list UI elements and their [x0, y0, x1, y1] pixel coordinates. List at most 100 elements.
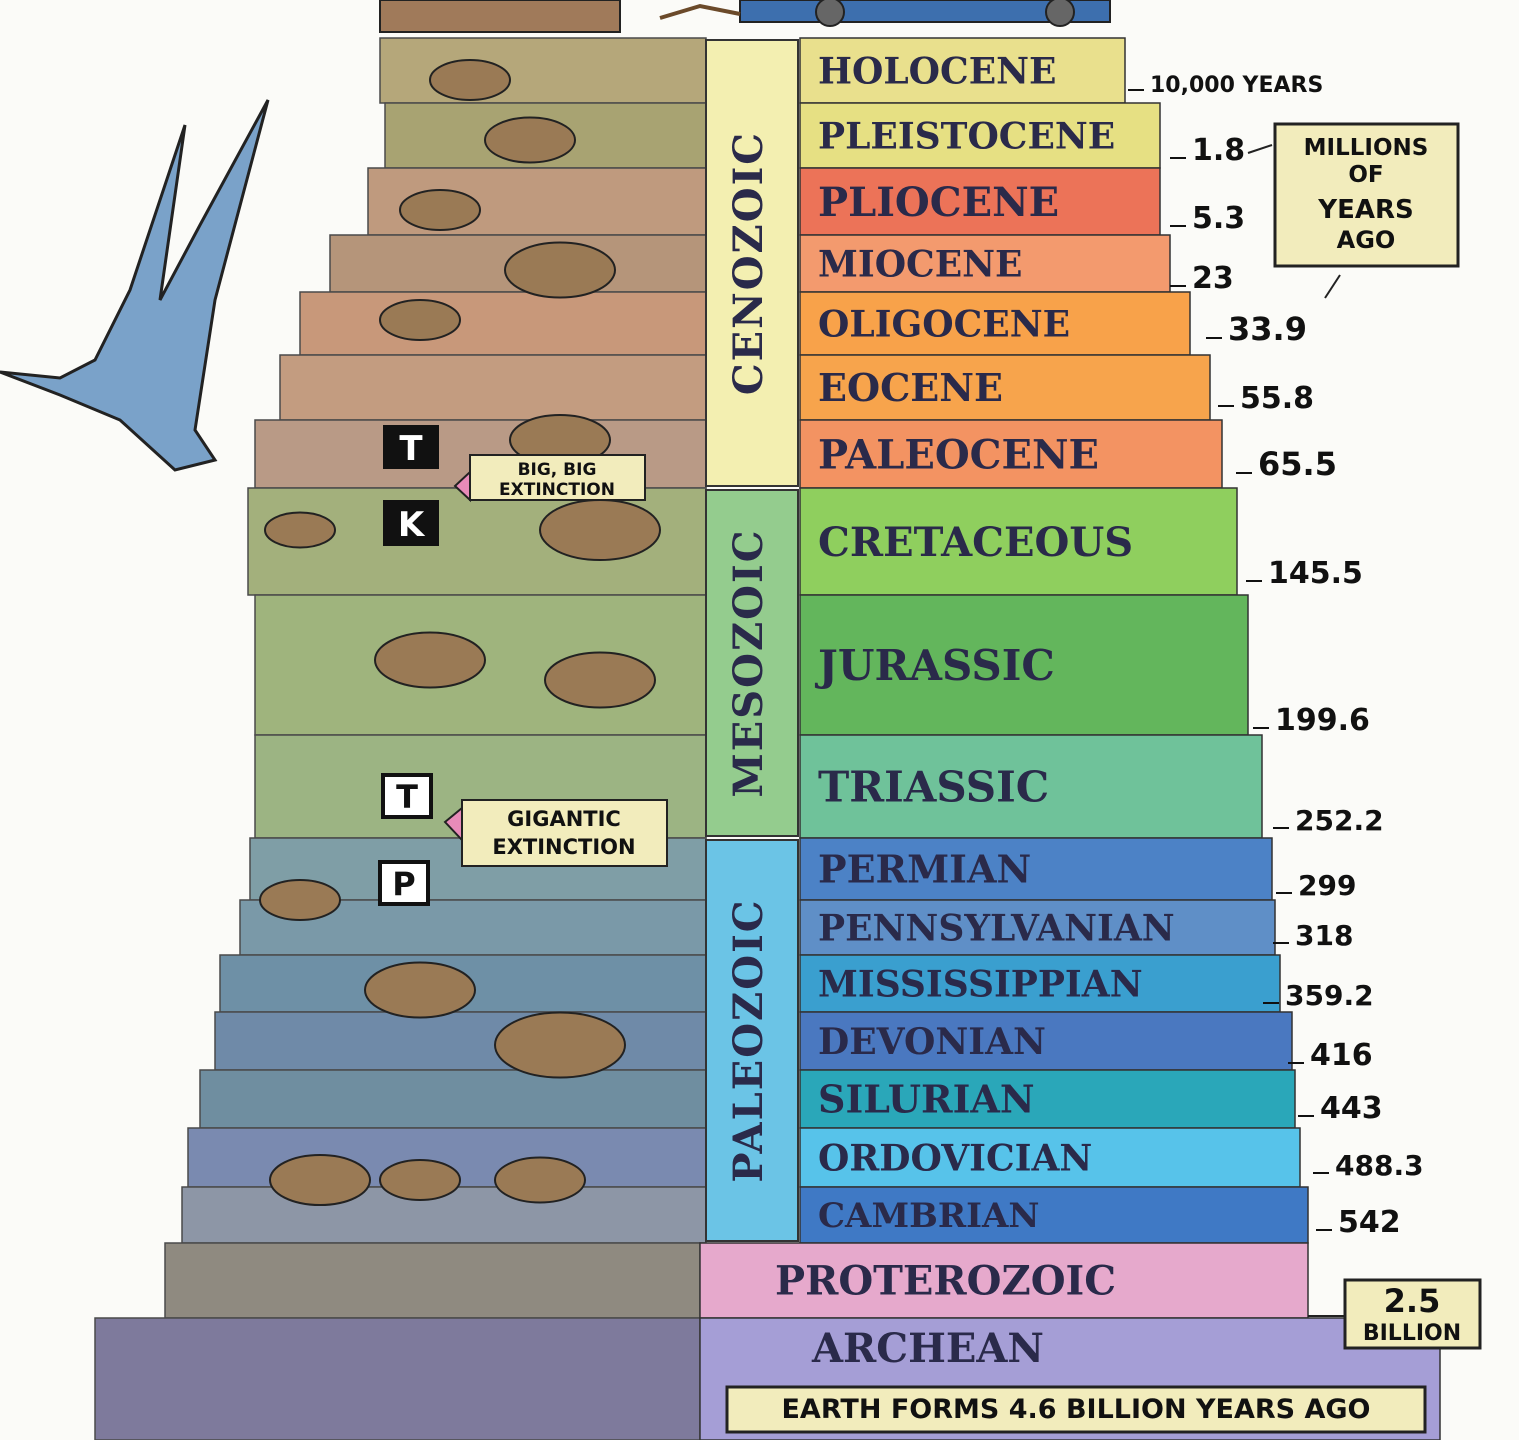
- kt-letter-t: T: [399, 429, 423, 469]
- period-holocene: HOLOCENE: [800, 38, 1125, 103]
- period-name: MIOCENE: [818, 243, 1023, 285]
- pt-letter-p: P: [392, 865, 415, 903]
- age-holocene: 10,000 YEARS: [1150, 73, 1323, 98]
- period-name: PALEOCENE: [818, 431, 1099, 478]
- fossil-illustration: [495, 1158, 585, 1203]
- period-name: JURASSIC: [814, 641, 1055, 690]
- fossil-illustration: [505, 243, 615, 298]
- age-mississippian: 359.2: [1285, 979, 1374, 1012]
- fossil-illustration: [540, 500, 660, 560]
- age-miocene: 23: [1192, 261, 1234, 296]
- fossil-illustration: [380, 300, 460, 340]
- rock-layer: [215, 1012, 706, 1070]
- period-miocene: MIOCENE: [800, 235, 1170, 292]
- period-name: ORDOVICIAN: [818, 1137, 1092, 1179]
- age-oligocene: 33.9: [1228, 310, 1307, 348]
- period-devonian: DEVONIAN: [800, 1012, 1292, 1070]
- rock-layer: [165, 1243, 700, 1318]
- fossil-illustration: [545, 653, 655, 708]
- earth-forms-banner: EARTH FORMS 4.6 BILLION YEARS AGO: [727, 1387, 1425, 1432]
- age-paleocene: 65.5: [1258, 445, 1337, 483]
- period-silurian: SILURIAN: [800, 1070, 1295, 1128]
- fossil-illustration: [265, 513, 335, 548]
- period-name: DEVONIAN: [818, 1021, 1046, 1063]
- fossil-illustration: [260, 880, 340, 920]
- age-ordovician: 488.3: [1335, 1149, 1424, 1182]
- age-pleistocene: 1.8: [1192, 133, 1245, 168]
- fossil-illustration: [375, 633, 485, 688]
- pterosaur-illustration: [0, 100, 268, 470]
- era-paleozoic: PALEOZOIC: [706, 840, 798, 1241]
- pt-letter-t: T: [396, 778, 418, 816]
- period-oligocene: OLIGOCENE: [800, 292, 1190, 355]
- age-jurassic: 199.6: [1275, 703, 1370, 738]
- period-ordovician: ORDOVICIAN: [800, 1128, 1300, 1187]
- period-pennsylvanian: PENNSYLVANIAN: [800, 900, 1275, 955]
- kt-extinction-line2: EXTINCTION: [499, 480, 615, 500]
- period-pleistocene: PLEISTOCENE: [800, 103, 1160, 168]
- pt-extinction-line2: EXTINCTION: [492, 835, 635, 859]
- rock-layer: [380, 38, 706, 103]
- fossil-illustration: [430, 60, 510, 100]
- period-name: PLEISTOCENE: [818, 115, 1115, 157]
- fossil-illustration: [485, 118, 575, 163]
- age-cambrian: 542: [1338, 1205, 1401, 1240]
- period-name: MISSISSIPPIAN: [818, 963, 1143, 1005]
- era-mesozoic: MESOZOIC: [706, 490, 798, 836]
- kt-extinction-line1: BIG, BIG: [518, 460, 597, 480]
- fossil-illustration: [270, 1155, 370, 1205]
- eon-proterozoic: PROTEROZOIC: [700, 1243, 1308, 1318]
- age-triassic: 252.2: [1295, 804, 1384, 837]
- rock-layer: [300, 292, 706, 355]
- period-jurassic: JURASSIC: [800, 595, 1248, 735]
- era-cenozoic: CENOZOIC: [706, 40, 798, 486]
- pt-extinction-line1: GIGANTIC: [507, 807, 621, 831]
- period-name: PENNSYLVANIAN: [818, 907, 1175, 949]
- millions-line3: YEARS: [1317, 195, 1413, 225]
- period-triassic: TRIASSIC: [800, 735, 1262, 838]
- period-name: EOCENE: [818, 365, 1003, 410]
- kt-letter-k: K: [398, 505, 426, 545]
- rock-layer: [280, 355, 706, 420]
- billion-label: BILLION: [1363, 1321, 1461, 1346]
- period-name: HOLOCENE: [818, 50, 1056, 92]
- period-name: TRIASSIC: [818, 763, 1049, 812]
- billion-value: 2.5: [1384, 1282, 1441, 1320]
- period-name: OLIGOCENE: [818, 303, 1070, 345]
- millions-line4: AGO: [1337, 226, 1396, 254]
- era-column: CENOZOIC MESOZOIC PALEOZOIC: [706, 40, 798, 1241]
- period-pliocene: PLIOCENE: [800, 168, 1160, 235]
- period-name: SILURIAN: [818, 1077, 1035, 1122]
- period-permian: PERMIAN: [800, 838, 1272, 900]
- period-eocene: EOCENE: [800, 355, 1210, 420]
- millions-of-years-box: MILLIONS OF YEARS AGO: [1248, 124, 1458, 298]
- period-cambrian: CAMBRIAN: [800, 1187, 1308, 1243]
- period-cretaceous: CRETACEOUS: [800, 488, 1237, 595]
- age-pliocene: 5.3: [1192, 201, 1245, 236]
- surface-figures-illustration: [380, 0, 1110, 32]
- period-mississippian: MISSISSIPPIAN: [800, 955, 1280, 1012]
- period-paleocene: PALEOCENE: [800, 420, 1222, 488]
- era-name: PALEOZOIC: [725, 898, 772, 1182]
- fossil-illustration: [400, 190, 480, 230]
- age-silurian: 443: [1320, 1091, 1383, 1126]
- eon-name: PROTEROZOIC: [775, 1258, 1116, 1305]
- fossil-illustration: [380, 1160, 460, 1200]
- earth-forms-text: EARTH FORMS 4.6 BILLION YEARS AGO: [781, 1394, 1370, 1425]
- era-name: MESOZOIC: [725, 528, 772, 797]
- fossil-illustration: [365, 963, 475, 1018]
- age-eocene: 55.8: [1240, 381, 1314, 416]
- millions-line1: MILLIONS: [1304, 135, 1429, 161]
- eon-name: ARCHEAN: [811, 1325, 1044, 1372]
- period-name: PERMIAN: [818, 847, 1031, 892]
- period-name: CRETACEOUS: [818, 519, 1133, 566]
- period-name: PLIOCENE: [818, 179, 1059, 226]
- era-name: CENOZOIC: [725, 131, 772, 395]
- period-name: CAMBRIAN: [818, 1196, 1039, 1236]
- age-permian: 299: [1298, 869, 1356, 902]
- age-pennsylvanian: 318: [1295, 919, 1353, 952]
- age-cretaceous: 145.5: [1268, 556, 1363, 591]
- millions-line2: OF: [1348, 162, 1383, 188]
- fossil-illustration: [495, 1013, 625, 1078]
